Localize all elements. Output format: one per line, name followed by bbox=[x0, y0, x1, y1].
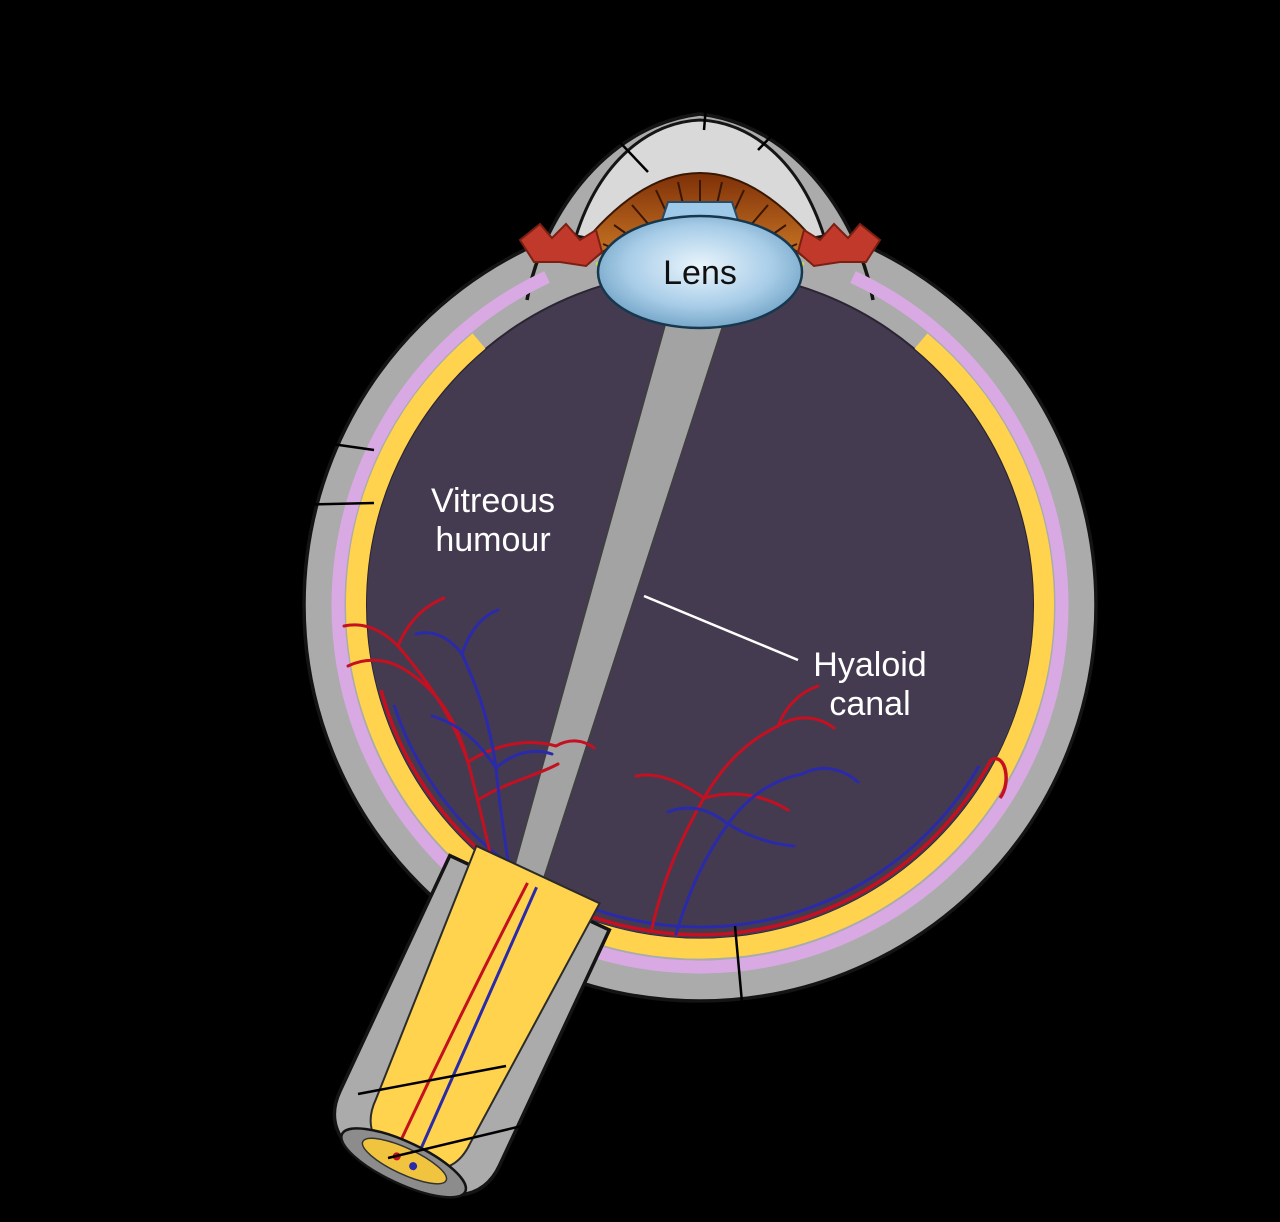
hyaloid-canal-label-line2: canal bbox=[829, 685, 910, 723]
optic-nerve bbox=[332, 844, 612, 1199]
optic-nerve-cut-core bbox=[361, 1137, 448, 1185]
optic-nerve-artery bbox=[393, 882, 529, 1153]
leader-lines bbox=[243, 35, 1007, 1160]
retinal-artery-branches-right bbox=[634, 684, 836, 930]
ciliary-body-left bbox=[518, 222, 604, 268]
hyaloid-canal-leader-line bbox=[643, 594, 799, 662]
retinal-vein-branches-left bbox=[414, 608, 554, 904]
choroid-layer bbox=[331, 271, 1069, 974]
lens bbox=[596, 214, 804, 330]
vitreous-humour-label-line1: Vitreous bbox=[431, 482, 555, 520]
hyaloid-canal-label-line1: Hyaloid bbox=[813, 646, 926, 684]
retinal-vein-branches-right bbox=[666, 767, 860, 936]
optic-nerve-vein bbox=[413, 886, 538, 1163]
cut-vein-dot bbox=[409, 1162, 418, 1171]
sclera-bulge-outline bbox=[525, 112, 875, 301]
central-retinal-artery bbox=[379, 689, 1008, 937]
retina-layer bbox=[346, 333, 1054, 959]
retinal-artery-branches-left bbox=[342, 596, 596, 900]
vitreous-humour-label-line2: humour bbox=[435, 521, 550, 559]
central-retinal-vein bbox=[392, 704, 981, 929]
lens-label: Lens bbox=[663, 254, 737, 292]
ciliary-body-right bbox=[796, 222, 882, 268]
